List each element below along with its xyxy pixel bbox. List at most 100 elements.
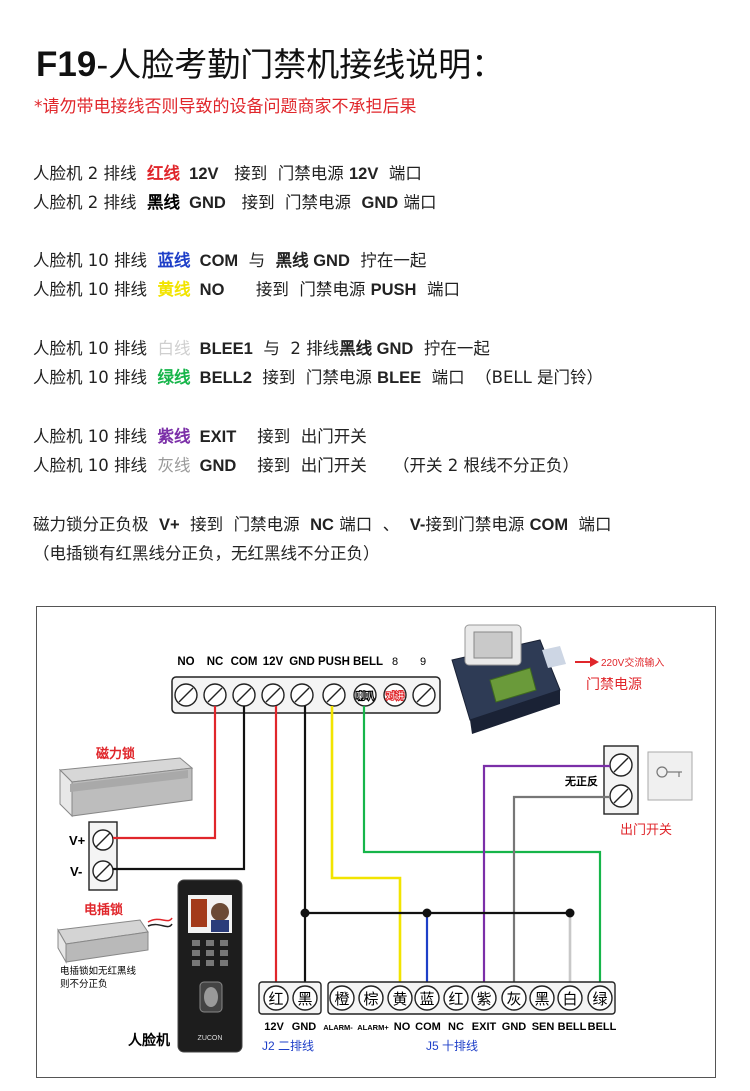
j5-pin-label-10: 绿 [592, 991, 607, 1008]
j2-pin-black [292, 985, 318, 1011]
j2-pin-black-label: 黑 [297, 991, 312, 1008]
j5-signal-4: COM [415, 1021, 441, 1033]
j2-signal-12v: 12V [264, 1021, 284, 1033]
j5-pin-label-8: 黑 [534, 991, 549, 1008]
wire-white: 白线 [157, 339, 191, 358]
wire-red: 红线 [146, 164, 180, 183]
title-text: -人脸考勤门禁机接线说明： [96, 45, 505, 84]
psu-label-bell: BELL [353, 656, 383, 668]
psu-label-gnd: GND [289, 656, 315, 668]
instruction-line-1: 人脸机 2 排线 红线 12V 接到 门禁电源 12V 端口 [33, 164, 422, 183]
exit-no-polarity: 无正反 [564, 774, 598, 788]
warning-note: *请勿带电接线否则导致的设备问题商家不承担后果 [34, 97, 417, 117]
j5-pin-label-1: 橙 [334, 991, 349, 1008]
j5-signal-3: NO [394, 1021, 411, 1033]
instruction-line-6: 人脸机 10 排线 绿线 BELL2 接到 门禁电源 BLEE 端口 （BELL… [33, 368, 604, 387]
exit-name: 出门开关 [620, 822, 672, 837]
j5-name: J5 十排线 [426, 1039, 478, 1053]
wire-push [330, 706, 402, 985]
maglock-name: 磁力锁 [96, 746, 135, 761]
j5-pin-red [443, 985, 469, 1011]
arrow-head-icon [590, 657, 599, 667]
j5-pin-label-9: 白 [562, 991, 577, 1008]
j5-signal-5: NC [448, 1021, 464, 1033]
elock-note-1: 电插锁如无红黑线 [60, 965, 137, 977]
j5-pin-label-3: 黄 [392, 991, 407, 1008]
j5-signal-10: BELL [588, 1021, 617, 1033]
j5-pin-yellow [387, 985, 413, 1011]
psu-label-no: NO [177, 656, 194, 668]
j5-pin-purple [471, 985, 497, 1011]
j2-name: J2 二排线 [262, 1039, 314, 1053]
j5-pin-label-6: 紫 [476, 991, 491, 1008]
wire-exit [482, 764, 610, 985]
maglock-icon [58, 757, 194, 818]
wire-bell [362, 706, 602, 985]
wiring-diagram-frame [36, 606, 716, 1078]
elock-name: 电插锁 [84, 902, 123, 917]
j5-pin-green [587, 985, 613, 1011]
j5-pin-white [557, 985, 583, 1011]
lock-note: （电插锁有红黑线分正负，无红黑线不分正负） [33, 544, 380, 563]
wire-com-vminus [113, 706, 246, 871]
j5-signal-8: SEN [532, 1021, 555, 1033]
j5-pin-label-4: 蓝 [419, 991, 434, 1008]
instruction-line-8: 人脸机 10 排线 灰线 GND 接到 出门开关 （开关 2 根线不分正负） [33, 456, 580, 475]
j2-pin-red-label: 红 [268, 991, 283, 1008]
junction-3 [565, 908, 575, 918]
wire-black: 黑线 [146, 193, 180, 212]
psu-label-speaker: 喇叭 [356, 690, 374, 701]
psu-label-12v: 12V [263, 656, 284, 668]
wire-purple: 紫线 [157, 427, 191, 446]
wire-nc-vplus [113, 706, 217, 840]
face-terminal-name: 人脸机 [128, 1032, 170, 1048]
j5-pin-black [529, 985, 555, 1011]
j5-pin-label-7: 灰 [506, 991, 521, 1008]
j5-pin-gray [501, 985, 527, 1011]
j5-signal-9: BELL [558, 1021, 587, 1033]
elock-icon [57, 917, 173, 964]
psu-label-push: PUSH [318, 656, 350, 668]
face-terminal-icon [177, 879, 243, 1053]
wires [113, 706, 610, 985]
j5-pin-label-5: 红 [448, 991, 463, 1008]
wire-blue: 蓝线 [157, 251, 191, 270]
psu-input-label: 220V交流输入 [601, 656, 664, 669]
instruction-line-4: 人脸机 10 排线 黄线 NO 接到 门禁电源 PUSH 端口 [33, 280, 460, 299]
j5-pin-label-2: 棕 [363, 991, 378, 1008]
j5-signal-1: ALARM- [323, 1023, 353, 1032]
junction-2 [422, 908, 432, 918]
wire-yellow: 黄线 [157, 280, 191, 299]
j2-signal-gnd: GND [292, 1021, 317, 1033]
wire-green: 绿线 [157, 368, 191, 387]
psu-screw-slots [178, 687, 432, 703]
page-title: F19-人脸考勤门禁机接线说明： [36, 38, 504, 86]
elock-note-2: 则不分正负 [60, 978, 108, 990]
exit-button-icon [647, 751, 693, 801]
psu-screw-8 [383, 683, 407, 707]
vplus-label: V+ [69, 833, 86, 848]
j2-pin-red [263, 985, 289, 1011]
j5-pin-blue [414, 985, 440, 1011]
vminus-label: V- [70, 864, 82, 879]
wire-exit-gnd [512, 795, 610, 985]
power-supply-icon [451, 624, 566, 734]
instruction-line-2: 人脸机 2 排线 黑线 GND 接到 门禁电源 GND 端口 [33, 193, 437, 212]
psu-label-intercom: 对讲 [386, 690, 404, 701]
model-code: F19 [36, 45, 97, 84]
wire-gray: 灰线 [157, 456, 191, 475]
instruction-line-5: 人脸机 10 排线 白线 BLEE1 与 2 排线黑线 GND 拧在一起 [33, 339, 490, 358]
instruction-line-3: 人脸机 10 排线 蓝线 COM 与 黑线 GND 拧在一起 [33, 251, 427, 270]
j5-signal-7: GND [502, 1021, 527, 1033]
instruction-line-7: 人脸机 10 排线 紫线 EXIT 接到 出门开关 [33, 427, 367, 446]
psu-label-9: 9 [420, 656, 426, 668]
j5-pin-brown [358, 985, 384, 1011]
psu-name: 门禁电源 [586, 676, 642, 692]
j5-pin-orange [329, 985, 355, 1011]
brand-label: ZUCON [198, 1035, 223, 1042]
junction-1 [300, 908, 310, 918]
j5-signal-6: EXIT [472, 1021, 497, 1033]
psu-label-com: COM [231, 656, 258, 668]
psu-label-8: 8 [392, 656, 398, 668]
